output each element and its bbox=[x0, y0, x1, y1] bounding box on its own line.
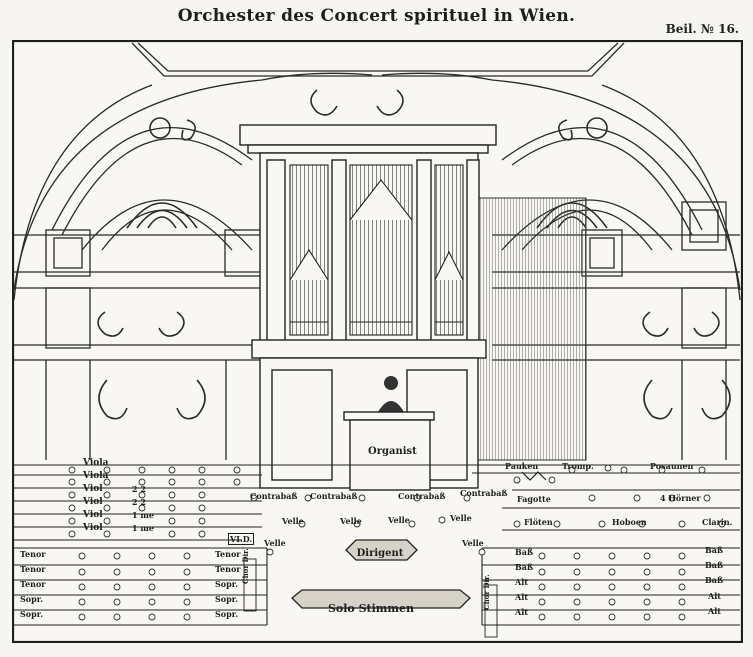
velle-label: Velle bbox=[388, 515, 410, 525]
strings-mark: 1 me bbox=[132, 510, 154, 520]
chor-dir-label: Chor Dir. bbox=[241, 548, 250, 584]
choir-label: Tenor bbox=[20, 564, 46, 574]
velle-label: Velle bbox=[282, 516, 304, 526]
choir-label: Alt bbox=[515, 607, 528, 617]
choir-label: Alt bbox=[515, 577, 528, 587]
organ-console bbox=[343, 411, 435, 491]
strings-label: Viol bbox=[83, 484, 103, 494]
timpani-icon bbox=[521, 471, 547, 481]
organist-label: Organist bbox=[368, 446, 417, 457]
curtain-shade bbox=[473, 197, 587, 461]
fagotte-label: Fagotte bbox=[517, 494, 551, 504]
pauken-label: Pauken bbox=[505, 461, 539, 471]
strings-mark: 2 2 bbox=[132, 484, 146, 494]
floten-label: Flöten bbox=[524, 517, 553, 527]
velle-label: Velle bbox=[264, 538, 286, 548]
strings-label: Viola bbox=[83, 458, 109, 468]
stage-tiers bbox=[14, 464, 740, 626]
solo-stimmen-label: Solo Stimmen bbox=[327, 602, 415, 615]
vld-label: VI.D. bbox=[228, 533, 255, 545]
contrabass-label: Contrabaß bbox=[398, 491, 446, 501]
choir-label: Alt bbox=[708, 591, 721, 601]
choir-label: Baß bbox=[705, 560, 724, 570]
posaunen-label: Posaunen bbox=[650, 461, 694, 471]
choir-label: Sopr. bbox=[215, 594, 238, 604]
chor-dir-label: Chor Dir. bbox=[482, 574, 491, 610]
velle-label: Velle bbox=[340, 516, 362, 526]
strings-label: Viol bbox=[83, 510, 103, 520]
velle-label: Velle bbox=[450, 513, 472, 523]
organ-pipes bbox=[289, 164, 464, 336]
choir-label: Tenor bbox=[215, 564, 241, 574]
contrabass-label: Contrabaß bbox=[250, 491, 298, 501]
podiums bbox=[291, 539, 471, 609]
choir-label: Sopr. bbox=[20, 609, 43, 619]
choir-label: Tenor bbox=[215, 549, 241, 559]
strings-mark: 2 2 bbox=[132, 497, 146, 507]
choir-label: Baß bbox=[705, 575, 724, 585]
strings-label: Viola bbox=[83, 471, 109, 481]
dirigent-label: Dirigent bbox=[356, 548, 404, 559]
choir-label: Sopr. bbox=[20, 594, 43, 604]
horner-label: 4 Hörner bbox=[660, 493, 701, 503]
trompeten-label: Tromp. bbox=[562, 461, 594, 471]
choir-label: Tenor bbox=[20, 579, 46, 589]
choir-label: Sopr. bbox=[215, 609, 238, 619]
choir-label: Baß bbox=[705, 545, 724, 555]
contrabass-label: Contrabaß bbox=[460, 488, 508, 498]
choir-label: Baß bbox=[515, 562, 534, 572]
choir-label: Sopr. bbox=[215, 579, 238, 589]
choir-label: Alt bbox=[708, 606, 721, 616]
seats bbox=[68, 464, 726, 621]
choir-label: Alt bbox=[515, 592, 528, 602]
choir-label: Baß bbox=[515, 547, 534, 557]
choir-label: Tenor bbox=[20, 549, 46, 559]
ceiling-vaults bbox=[13, 42, 741, 301]
strings-label: Viol bbox=[83, 497, 103, 507]
hoboen-label: Hoboen bbox=[612, 517, 647, 527]
velle-label: Velle bbox=[462, 538, 484, 548]
strings-label: Viol bbox=[83, 523, 103, 533]
plate-number: Beil. № 16. bbox=[665, 22, 739, 36]
strings-mark: 1 me bbox=[132, 523, 154, 533]
contrabass-label: Contrabaß bbox=[310, 491, 358, 501]
organist-figure bbox=[378, 376, 404, 412]
clarinetten-label: Clarin. bbox=[702, 517, 733, 527]
hall-engraving bbox=[12, 40, 743, 643]
page-title: Orchester des Concert spirituel in Wien. bbox=[177, 6, 576, 26]
